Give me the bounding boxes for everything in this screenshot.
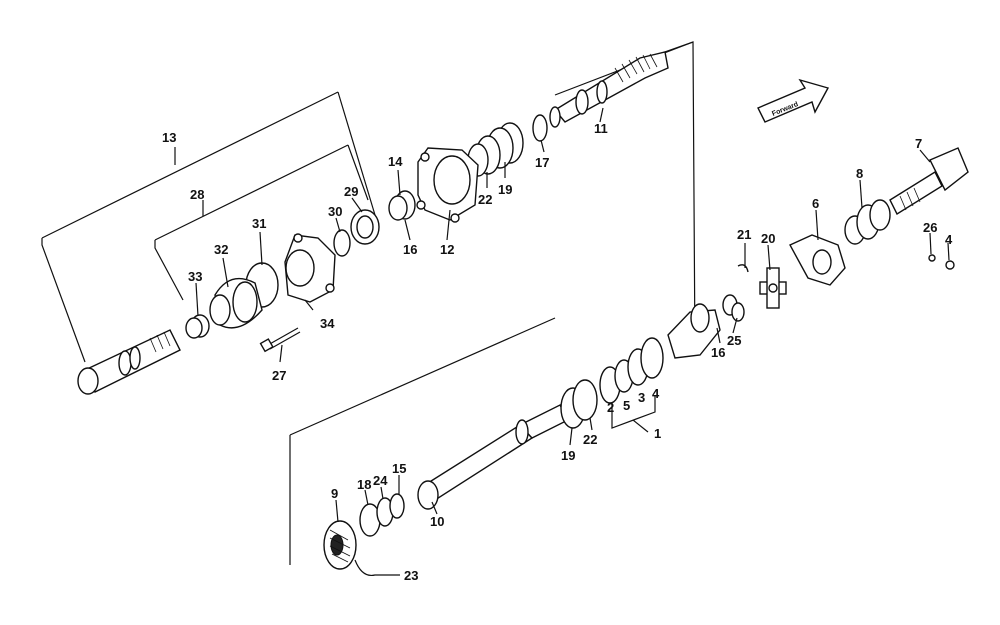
leader-lines (195, 107, 950, 523)
label-17: 17 (535, 155, 549, 170)
label-30: 30 (328, 204, 342, 219)
label-31: 31 (252, 216, 266, 231)
label-19-lower: 19 (561, 448, 575, 463)
label-24: 24 (373, 473, 388, 488)
drive-shaft-10 (417, 404, 569, 510)
label-25: 25 (727, 333, 741, 348)
flange-yoke-6 (789, 234, 846, 286)
group-28-bracket (154, 144, 369, 301)
label-7: 7 (915, 136, 922, 151)
label-27: 27 (272, 368, 286, 383)
group-1-bracket (611, 393, 656, 433)
label-10: 10 (430, 514, 444, 529)
stub-shaft-13 (77, 329, 181, 395)
bolt-26 (928, 254, 936, 262)
label-6: 6 (812, 196, 819, 211)
boot-32 (209, 277, 263, 329)
gear-9 (323, 520, 357, 570)
seal-25 (731, 302, 745, 322)
output-shaft-7 (889, 147, 969, 216)
group-13-bracket (41, 91, 376, 363)
label-9: 9 (331, 486, 338, 501)
label-23: 23 (404, 568, 418, 583)
assembly-frame-lines (289, 41, 696, 565)
label-5: 5 (623, 398, 630, 413)
flange-housing-12 (416, 147, 479, 223)
bearing-assembly-lower (560, 337, 664, 429)
label-34: 34 (320, 316, 335, 331)
label-14: 14 (388, 154, 403, 169)
rings-lower-left (359, 493, 405, 537)
universal-joint-20 (759, 267, 787, 309)
ring-30 (333, 229, 351, 257)
label-21: 21 (737, 227, 751, 242)
label-12: 12 (440, 242, 454, 257)
label-19-upper: 19 (498, 182, 512, 197)
yoke-assembly (667, 294, 738, 359)
bolt-27 (259, 327, 301, 353)
forward-arrow: Forward (757, 78, 830, 123)
label-16-lower: 16 (711, 345, 725, 360)
boot-8 (844, 199, 891, 245)
label-33: 33 (188, 269, 202, 284)
label-16-upper: 16 (403, 242, 417, 257)
label-8: 8 (856, 166, 863, 181)
label-29: 29 (344, 184, 358, 199)
flange-hub-34 (284, 233, 336, 303)
callout-labels: 1 2 3 4 4 5 6 7 8 9 10 11 12 13 14 15 16… (162, 121, 953, 583)
label-22-lower: 22 (583, 432, 597, 447)
label-2: 2 (607, 400, 614, 415)
label-4-nut: 4 (945, 232, 953, 247)
label-1: 1 (654, 426, 661, 441)
wire-23 (354, 559, 400, 577)
label-20: 20 (761, 231, 775, 246)
label-18: 18 (357, 477, 371, 492)
upper-shaft-11 (549, 51, 669, 128)
label-3: 3 (638, 390, 645, 405)
label-4: 4 (652, 386, 660, 401)
bushing-33 (185, 314, 210, 339)
label-13: 13 (162, 130, 176, 145)
clip-21 (737, 264, 749, 273)
snap-ring-17 (532, 114, 548, 142)
label-22-upper: 22 (478, 192, 492, 207)
label-26: 26 (923, 220, 937, 235)
seal-14 (388, 190, 416, 221)
label-11: 11 (594, 121, 608, 136)
bearing-assembly-upper (467, 122, 524, 177)
label-28: 28 (190, 187, 204, 202)
nut-4 (945, 260, 955, 270)
label-32: 32 (214, 242, 228, 257)
ring-29 (350, 209, 380, 245)
label-15: 15 (392, 461, 406, 476)
